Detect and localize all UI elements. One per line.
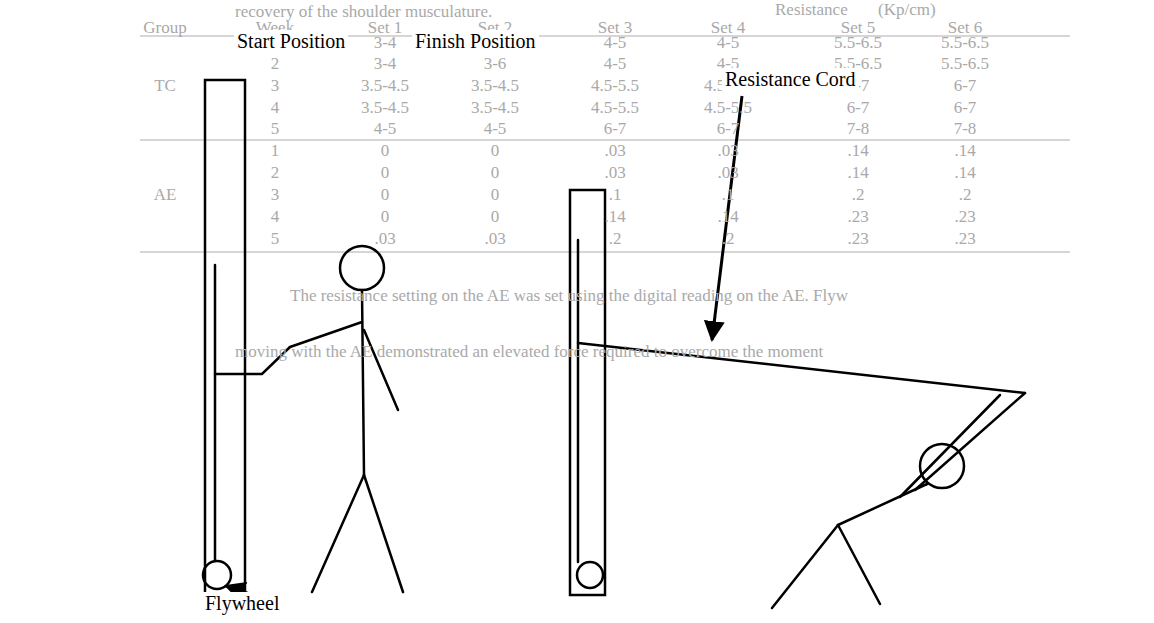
group-label: TC (154, 76, 176, 96)
table-cell: 3-4 (374, 54, 397, 74)
table-cell: 3-4 (374, 33, 397, 53)
group-label: AE (154, 185, 177, 205)
table-cell: 0 (491, 141, 500, 161)
table-cell: .14 (954, 141, 975, 161)
table-cell: 4.5-5.5 (591, 98, 639, 118)
table-cell: 4-5 (374, 119, 397, 139)
table-cell: 0 (381, 141, 390, 161)
part-label: Flywheel (202, 592, 282, 615)
table-cell: 0 (381, 207, 390, 227)
table-cell: .1 (722, 185, 735, 205)
table-cell: 4-5 (604, 33, 627, 53)
table-cell: 0 (491, 163, 500, 183)
table-cell: 4 (271, 98, 280, 118)
table-cell: 5.5-6.5 (834, 33, 882, 53)
table-cell: .23 (847, 207, 868, 227)
table-cell: 0 (381, 163, 390, 183)
table-cell: 5 (271, 119, 280, 139)
table-cell: .03 (717, 163, 738, 183)
table-cell: 6-7 (954, 98, 977, 118)
table-cell: 4-5 (484, 119, 507, 139)
table-cell: 6-7 (847, 98, 870, 118)
table-cell: 7-8 (847, 119, 870, 139)
table-cell: .03 (604, 163, 625, 183)
table-cell: 5 (271, 229, 280, 249)
page-text: moving with the AE demonstrated an eleva… (235, 342, 823, 362)
table-cell: .2 (959, 185, 972, 205)
table-cell: 3.5-4.5 (471, 98, 519, 118)
table-cell: 1 (271, 141, 280, 161)
table-cell: .23 (954, 207, 975, 227)
table-cell: .03 (484, 229, 505, 249)
position-label: Finish Position (412, 30, 539, 53)
table-cell: 6-7 (604, 119, 627, 139)
table-cell: 2 (271, 163, 280, 183)
table-cell: .23 (847, 229, 868, 249)
part-label: Resistance Cord (722, 68, 859, 91)
table-header: Group (143, 18, 186, 38)
table-cell: 3 (271, 76, 280, 96)
table-cell: .03 (374, 229, 395, 249)
table-cell: 3.5-4.5 (471, 76, 519, 96)
table-cell: 7-8 (954, 119, 977, 139)
table-cell: .23 (954, 229, 975, 249)
table-cell: .14 (604, 207, 625, 227)
table-cell: .14 (954, 163, 975, 183)
table-cell: .1 (609, 185, 622, 205)
table-cell: 3-6 (484, 54, 507, 74)
table-cell: 4-5 (717, 33, 740, 53)
table-header: Resistance (775, 0, 848, 20)
page-text: The resistance setting on the AE was set… (290, 286, 848, 306)
position-label: Start Position (234, 30, 348, 53)
table-header: (Kp/cm) (878, 0, 936, 20)
table-cell: .2 (722, 229, 735, 249)
table-cell: 3 (271, 185, 280, 205)
table-cell: .03 (717, 141, 738, 161)
table-cell: 0 (491, 185, 500, 205)
table-cell: 5.5-6.5 (941, 54, 989, 74)
table-rules (140, 36, 1070, 252)
table-cell: 6-7 (717, 119, 740, 139)
table-cell: 4 (271, 207, 280, 227)
table-cell: 2 (271, 54, 280, 74)
table-cell: 4.5-5.5 (704, 98, 752, 118)
table-cell: .14 (717, 207, 738, 227)
table-cell: 0 (491, 207, 500, 227)
table-cell: .03 (604, 141, 625, 161)
table-cell: .14 (847, 163, 868, 183)
start-figure (203, 80, 403, 595)
table-cell: 4.5-5.5 (591, 76, 639, 96)
table-cell: 0 (381, 185, 390, 205)
table-cell: 3.5-4.5 (361, 98, 409, 118)
table-cell: 5.5-6.5 (941, 33, 989, 53)
table-cell: 6-7 (954, 76, 977, 96)
table-cell: 3.5-4.5 (361, 76, 409, 96)
table-cell: 4-5 (604, 54, 627, 74)
table-cell: .2 (609, 229, 622, 249)
table-cell: .2 (852, 185, 865, 205)
finish-figure (570, 190, 1025, 608)
table-cell: .14 (847, 141, 868, 161)
